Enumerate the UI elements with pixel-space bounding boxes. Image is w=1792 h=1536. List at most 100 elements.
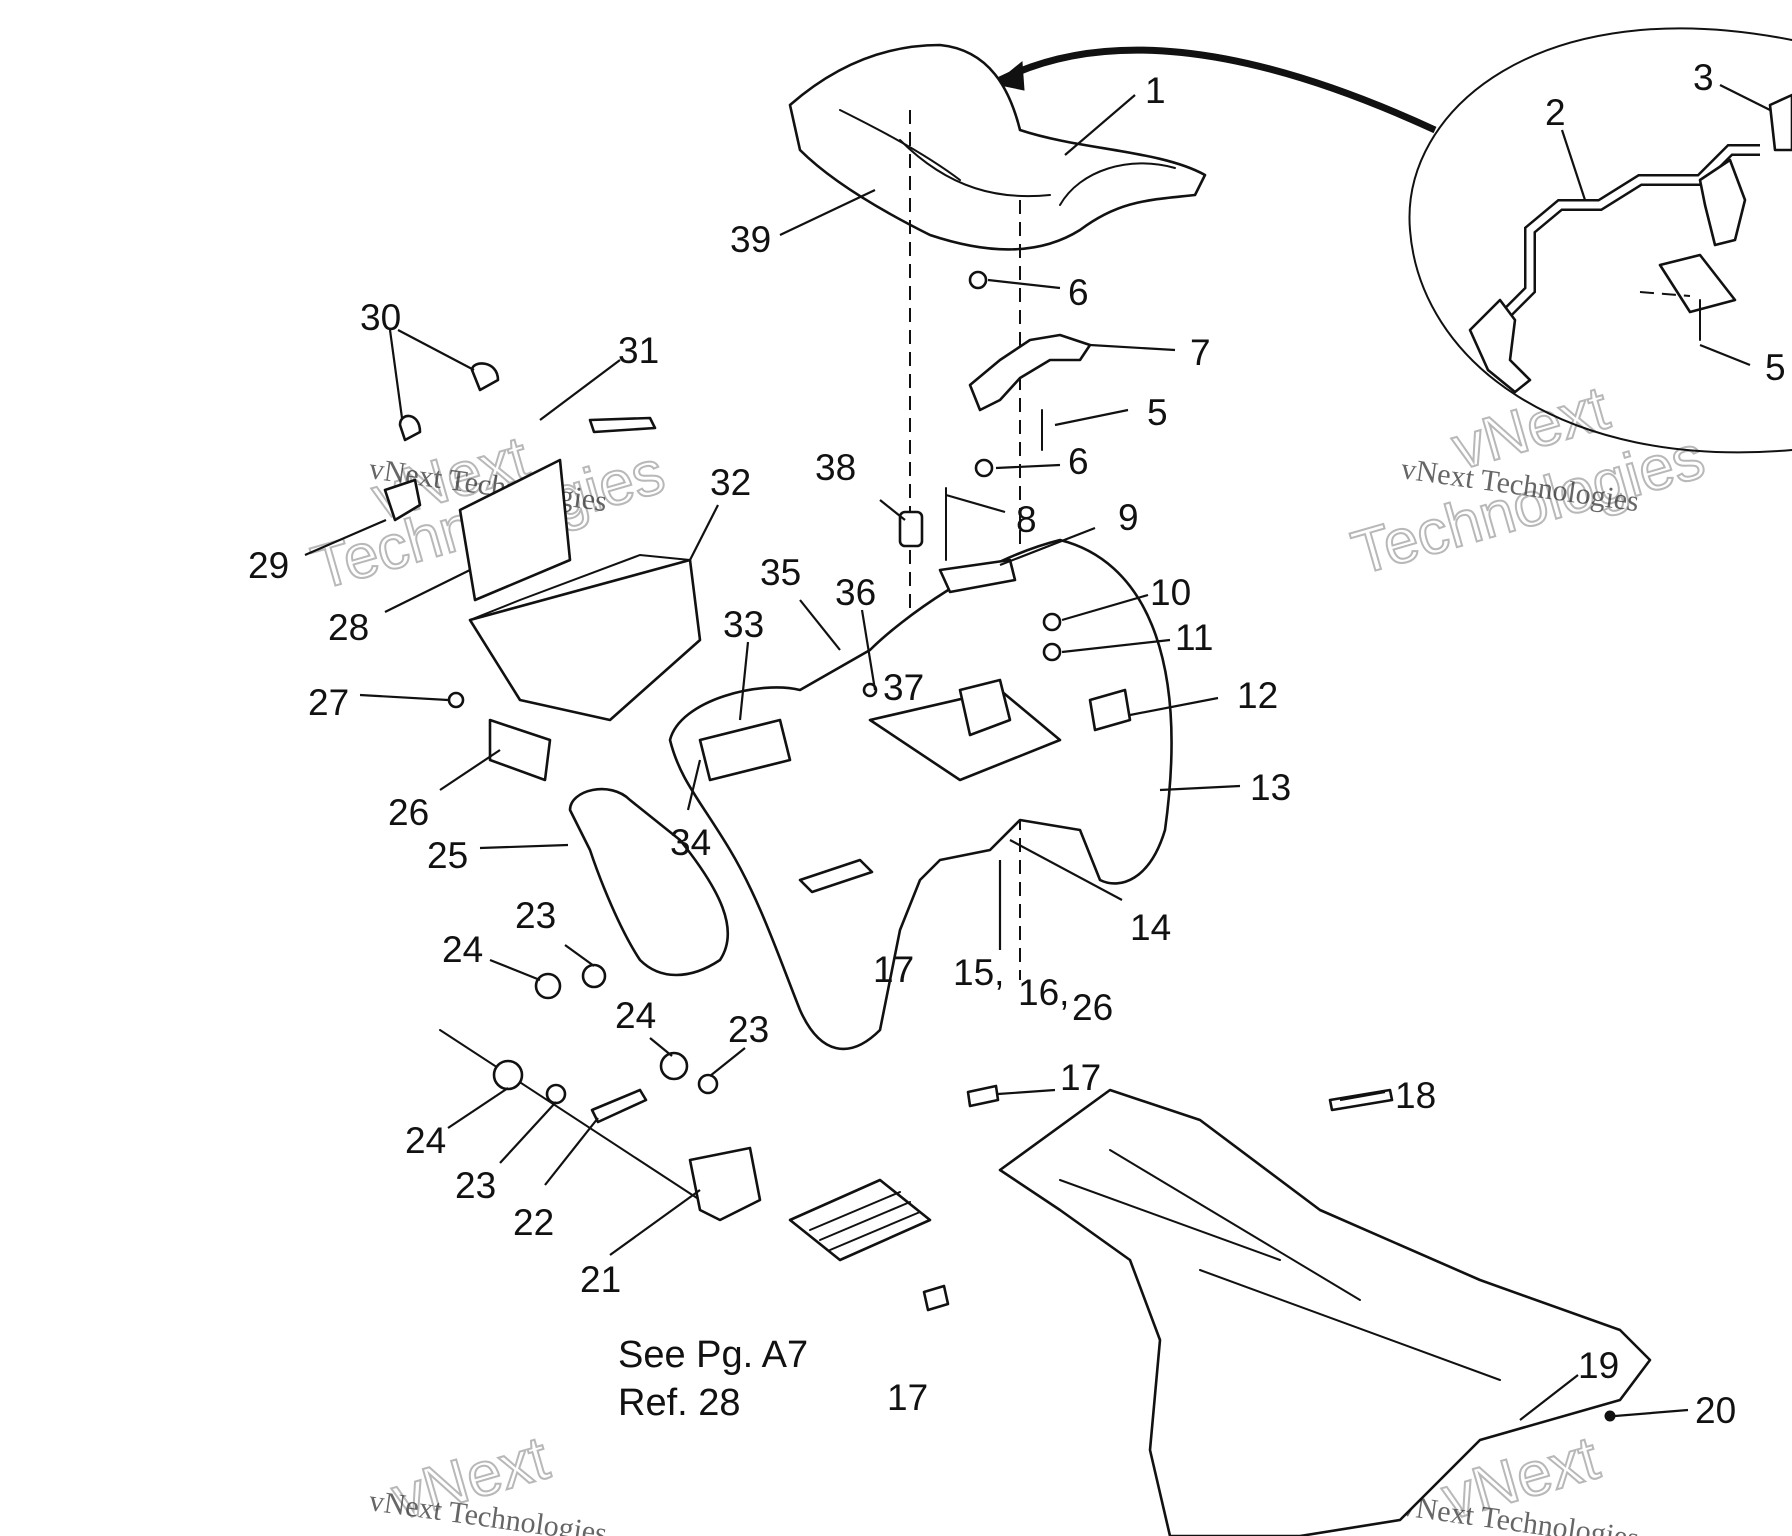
callout-34: 34 — [670, 822, 711, 863]
callout-23c: 23 — [455, 1165, 496, 1206]
leader-19 — [1519, 1374, 1579, 1421]
callout-26: 26 — [388, 792, 429, 833]
callout-23b: 23 — [728, 1009, 769, 1050]
watermark-top-right: vNext Technologies vNext Technologies — [1344, 372, 1713, 589]
decal-33 — [698, 718, 792, 782]
callout-17b: 17 — [1060, 1057, 1101, 1098]
leader-24a — [489, 958, 541, 982]
leader-28 — [384, 569, 471, 613]
callout-8: 8 — [1016, 499, 1037, 540]
bolt-17c — [922, 1284, 950, 1312]
callout-5b: 5 — [1147, 392, 1168, 433]
leader-11 — [1061, 638, 1171, 654]
leader-5a — [1699, 343, 1751, 367]
callout-27: 27 — [308, 682, 349, 723]
callout-12: 12 — [1237, 675, 1278, 716]
decal-9 — [938, 558, 1017, 594]
rear-fender — [668, 538, 1173, 1051]
latch-dash — [1639, 291, 1691, 297]
washer-23c — [545, 1083, 567, 1105]
leader-29 — [304, 518, 387, 557]
leader-38 — [879, 499, 906, 521]
frame-rail-2 — [1109, 1149, 1361, 1301]
callout-14: 14 — [1130, 907, 1171, 948]
callout-17a: 17 — [873, 949, 914, 990]
leader-21 — [609, 1189, 701, 1256]
seat — [788, 43, 1207, 251]
leader-18 — [1339, 1090, 1386, 1102]
rear-fender-13 — [668, 538, 1173, 1051]
leader-lines — [304, 84, 1771, 1421]
leader-23c — [499, 1101, 557, 1164]
washer-23a — [581, 963, 607, 989]
detail-pointer-arrow — [998, 46, 1437, 134]
frame-rail-1 — [1059, 1179, 1281, 1261]
callout-23a: 23 — [515, 895, 556, 936]
reflector-26 — [488, 718, 552, 782]
leader-23a — [564, 944, 595, 967]
leader-20 — [1614, 1408, 1689, 1418]
callout-9: 9 — [1118, 497, 1139, 538]
callout-21: 21 — [580, 1259, 621, 1300]
frame-rail-3 — [1199, 1269, 1501, 1381]
seat-latch-detail — [993, 27, 1792, 454]
leader-3 — [1719, 84, 1771, 111]
mud-flap-group — [534, 787, 1000, 1108]
callout-30: 30 — [360, 297, 401, 338]
mud-flap-25 — [568, 787, 730, 977]
callout-6b: 6 — [1068, 441, 1089, 482]
leader-36 — [860, 609, 877, 691]
leader-39 — [779, 189, 876, 236]
latch-hook-right — [1698, 158, 1747, 247]
latch-rod — [1487, 146, 1760, 333]
callout-10: 10 — [1150, 572, 1191, 613]
callout-37: 37 — [883, 667, 924, 708]
bolt-17a — [798, 858, 874, 894]
leader-30a — [397, 329, 475, 371]
leader-25 — [479, 843, 569, 850]
seat-crease-2 — [839, 109, 961, 181]
leader-12 — [1129, 696, 1219, 717]
leader-32 — [689, 504, 719, 561]
bracket-21 — [688, 1146, 762, 1222]
leader-5b — [1054, 408, 1129, 427]
callout-26b: 26 — [1072, 987, 1113, 1028]
callout-22: 22 — [513, 1202, 554, 1243]
leader-7 — [1089, 343, 1176, 352]
grommet-38 — [898, 510, 924, 548]
detail-circle — [1408, 27, 1792, 454]
lamp-holder-31 — [588, 416, 657, 434]
nut-6b — [974, 458, 994, 478]
footrest-rib-2 — [819, 1201, 911, 1241]
leader-22 — [544, 1117, 599, 1186]
footrest-group — [439, 1029, 950, 1312]
callout-36: 36 — [835, 572, 876, 613]
callout-13: 13 — [1250, 767, 1291, 808]
fender-well-14 — [868, 688, 1062, 782]
housing-lip — [469, 553, 691, 621]
leader-35 — [799, 599, 841, 651]
leader-6b — [995, 463, 1061, 470]
callout-29: 29 — [248, 545, 289, 586]
latch-hook-left — [1468, 298, 1532, 394]
seat-crease — [899, 139, 1051, 198]
latch-plate — [1658, 253, 1737, 314]
leader-34 — [686, 759, 702, 811]
leader-13 — [1159, 784, 1241, 792]
callout-11: 11 — [1175, 617, 1213, 658]
seat-rear-curve — [1059, 162, 1176, 206]
tail-light-housing-32 — [468, 558, 702, 722]
bushing-37 — [862, 682, 878, 698]
washer-23b — [697, 1073, 719, 1095]
rivet-20 — [1604, 1410, 1616, 1422]
callout-32: 32 — [710, 462, 751, 503]
callout-16: 16, — [1018, 972, 1069, 1013]
callout-3: 3 — [1693, 57, 1714, 98]
socket-29 — [383, 478, 422, 522]
callout-24a: 24 — [442, 929, 483, 970]
clip-30b — [398, 414, 422, 442]
note-line-2: Ref. 28 — [618, 1382, 741, 1424]
screw-27 — [447, 691, 465, 709]
latch-knob — [1768, 93, 1792, 152]
